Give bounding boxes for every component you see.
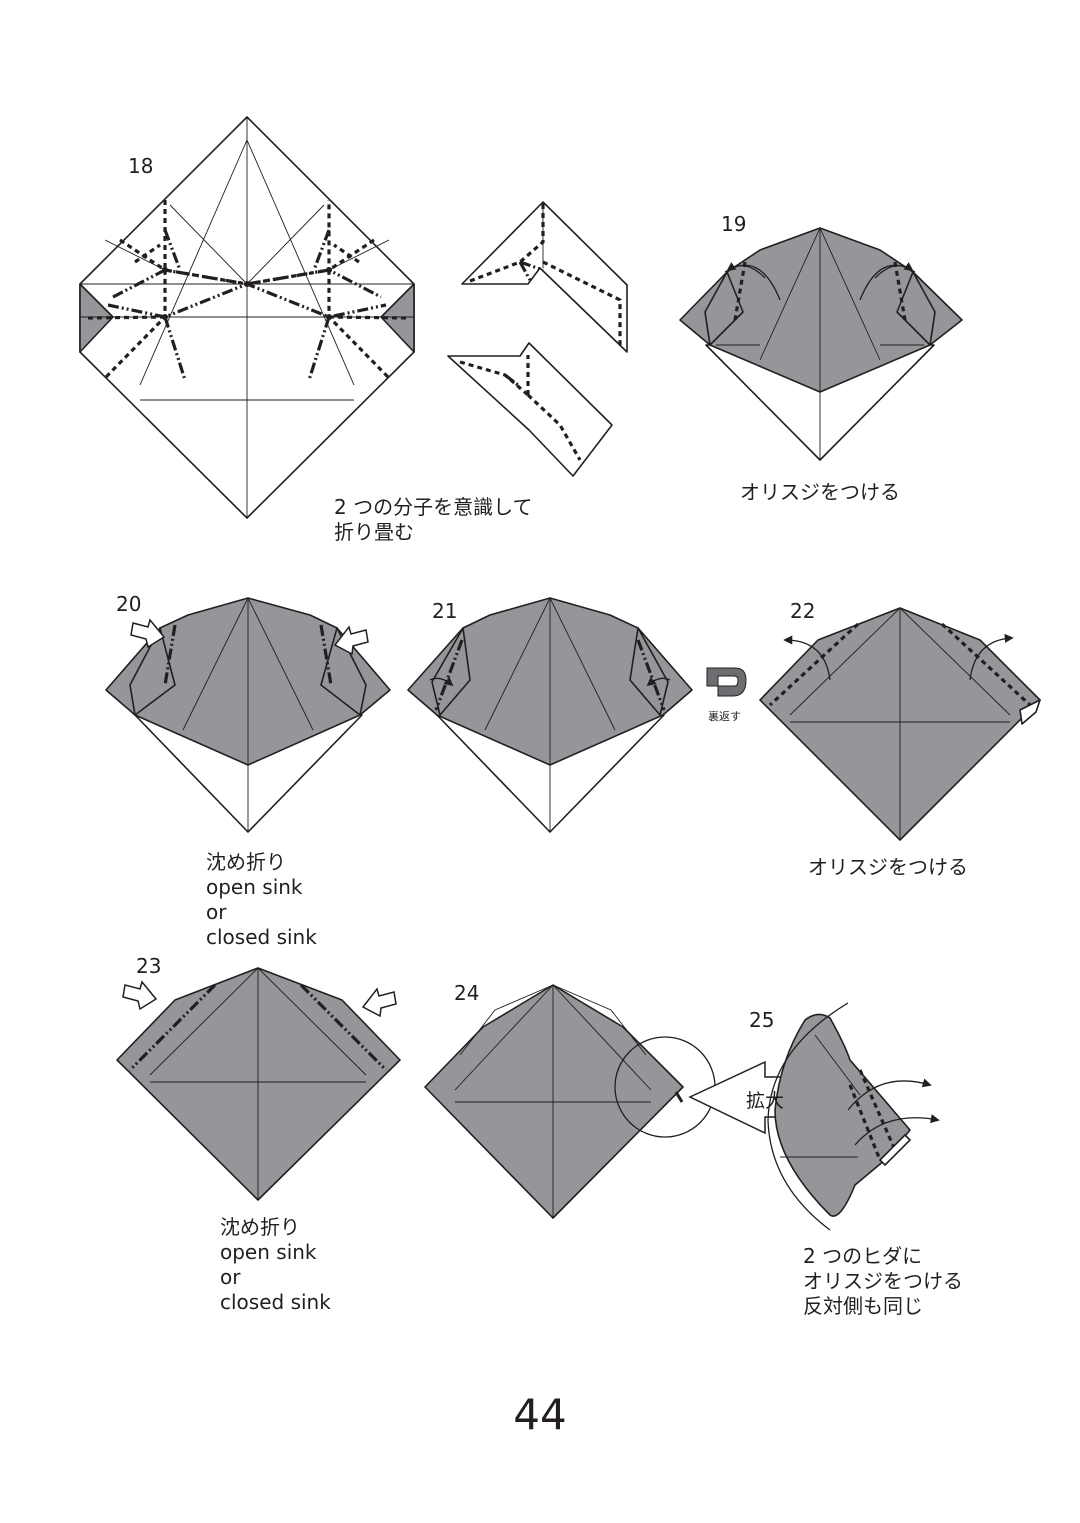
caption-line: closed sink: [206, 925, 317, 949]
step-25-diagram: [767, 1002, 940, 1231]
caption-line: or: [206, 900, 227, 924]
caption-line: 沈め折り: [220, 1215, 300, 1239]
flip-over-label: 裏返す: [708, 710, 741, 723]
caption-line: 2 つのヒダに: [803, 1244, 923, 1268]
caption-line: closed sink: [220, 1290, 331, 1314]
step-22-diagram: [759, 607, 1041, 841]
step-number-23: 23: [136, 954, 162, 978]
page-number: 44: [513, 1390, 567, 1439]
flip-over-icon: [706, 667, 747, 697]
step-18-caption: 2 つの分子を意識して 折り畳む: [334, 495, 532, 545]
caption-line: open sink: [206, 875, 303, 899]
step-number-22: 22: [790, 599, 816, 623]
molecule-detail-upper: [461, 201, 628, 353]
caption-line: 反対側も同じ: [803, 1294, 923, 1318]
step-24-diagram: [424, 984, 716, 1219]
step-19-caption: オリスジをつける: [740, 480, 900, 505]
step-22-caption: オリスジをつける: [808, 855, 968, 880]
caption-line: 折り畳む: [334, 520, 414, 544]
caption-line: open sink: [220, 1240, 317, 1264]
step-number-25: 25: [749, 1008, 775, 1032]
molecule-detail-lower: [447, 342, 613, 477]
caption-line: 2 つの分子を意識して: [334, 495, 533, 519]
caption-line: オリスジをつける: [808, 855, 968, 879]
step-20-caption: 沈め折り open sink or closed sink: [206, 850, 317, 950]
caption-line: オリスジをつける: [803, 1269, 963, 1293]
step-number-20: 20: [116, 592, 142, 616]
zoom-label: 拡大: [746, 1090, 785, 1112]
step-19-diagram: [679, 227, 963, 461]
caption-line: or: [220, 1265, 241, 1289]
caption-line: オリスジをつける: [740, 480, 900, 504]
step-23-diagram: [116, 967, 401, 1201]
step-number-18: 18: [128, 154, 154, 178]
step-18-diagram: [79, 116, 415, 519]
step-number-19: 19: [721, 212, 747, 236]
step-25-caption: 2 つのヒダに オリスジをつける 反対側も同じ: [803, 1244, 963, 1319]
step-number-21: 21: [432, 599, 458, 623]
step-23-caption: 沈め折り open sink or closed sink: [220, 1215, 331, 1315]
caption-line: 沈め折り: [206, 850, 286, 874]
step-21-diagram: [407, 597, 693, 833]
step-20-diagram: [105, 597, 391, 833]
step-number-24: 24: [454, 981, 480, 1005]
